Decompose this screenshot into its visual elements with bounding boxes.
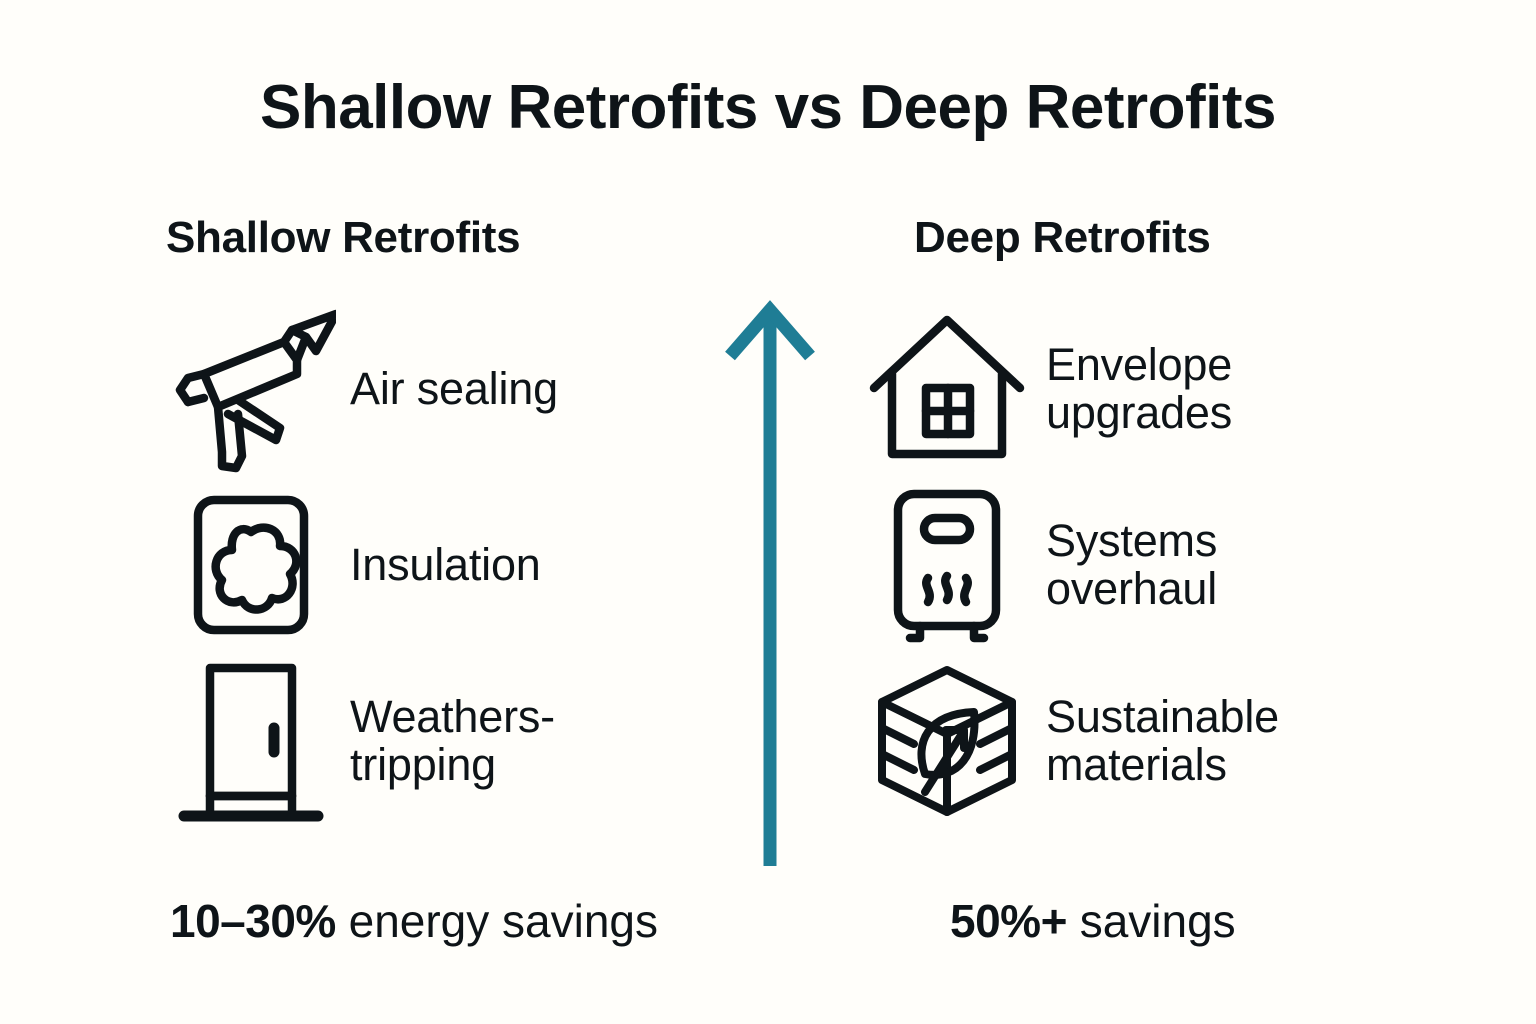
list-item: Weathers- tripping [166,653,726,829]
upward-progression-arrow [722,300,818,866]
list-item-label: Air sealing [350,363,558,415]
column-heading-deep: Deep Retrofits [914,213,1211,262]
list-item-label: Systems overhaul [1046,515,1218,615]
savings-caption-shallow: energy savings [335,895,659,947]
boiler-heater-icon [862,480,1032,650]
list-item-label: Envelope upgrades [1046,339,1233,439]
deep-item-list: Envelope upgrades [862,301,1422,829]
door-weatherstripping-icon [166,656,336,826]
savings-summary-shallow: 10–30% energy savings [170,898,658,944]
page-title: Shallow Retrofits vs Deep Retrofits [259,73,1277,142]
shallow-item-list: Air sealing Insulation [166,301,726,829]
list-item: Envelope upgrades [862,301,1422,477]
savings-value-shallow: 10–30% [170,895,336,947]
list-item-label: Weathers- tripping [350,691,555,791]
house-window-icon [862,304,1032,474]
savings-value-deep: 50%+ [950,895,1067,947]
list-item: Systems overhaul [862,477,1422,653]
column-shallow-retrofits: Shallow Retrofits [166,213,726,829]
list-item: Air sealing [166,301,726,477]
sustainable-materials-cube-icon [862,656,1032,826]
savings-summary-deep: 50%+ savings [950,898,1236,944]
list-item-label: Sustainable materials [1046,691,1279,791]
list-item: Sustainable materials [862,653,1422,829]
caulk-gun-icon [166,304,336,474]
savings-caption-deep: savings [1066,895,1236,947]
list-item: Insulation [166,477,726,653]
list-item-label: Insulation [350,539,541,591]
insulation-panel-icon [166,480,336,650]
column-deep-retrofits: Deep Retrofits Envelope upgrades [862,213,1422,829]
column-heading-shallow: Shallow Retrofits [166,213,521,262]
